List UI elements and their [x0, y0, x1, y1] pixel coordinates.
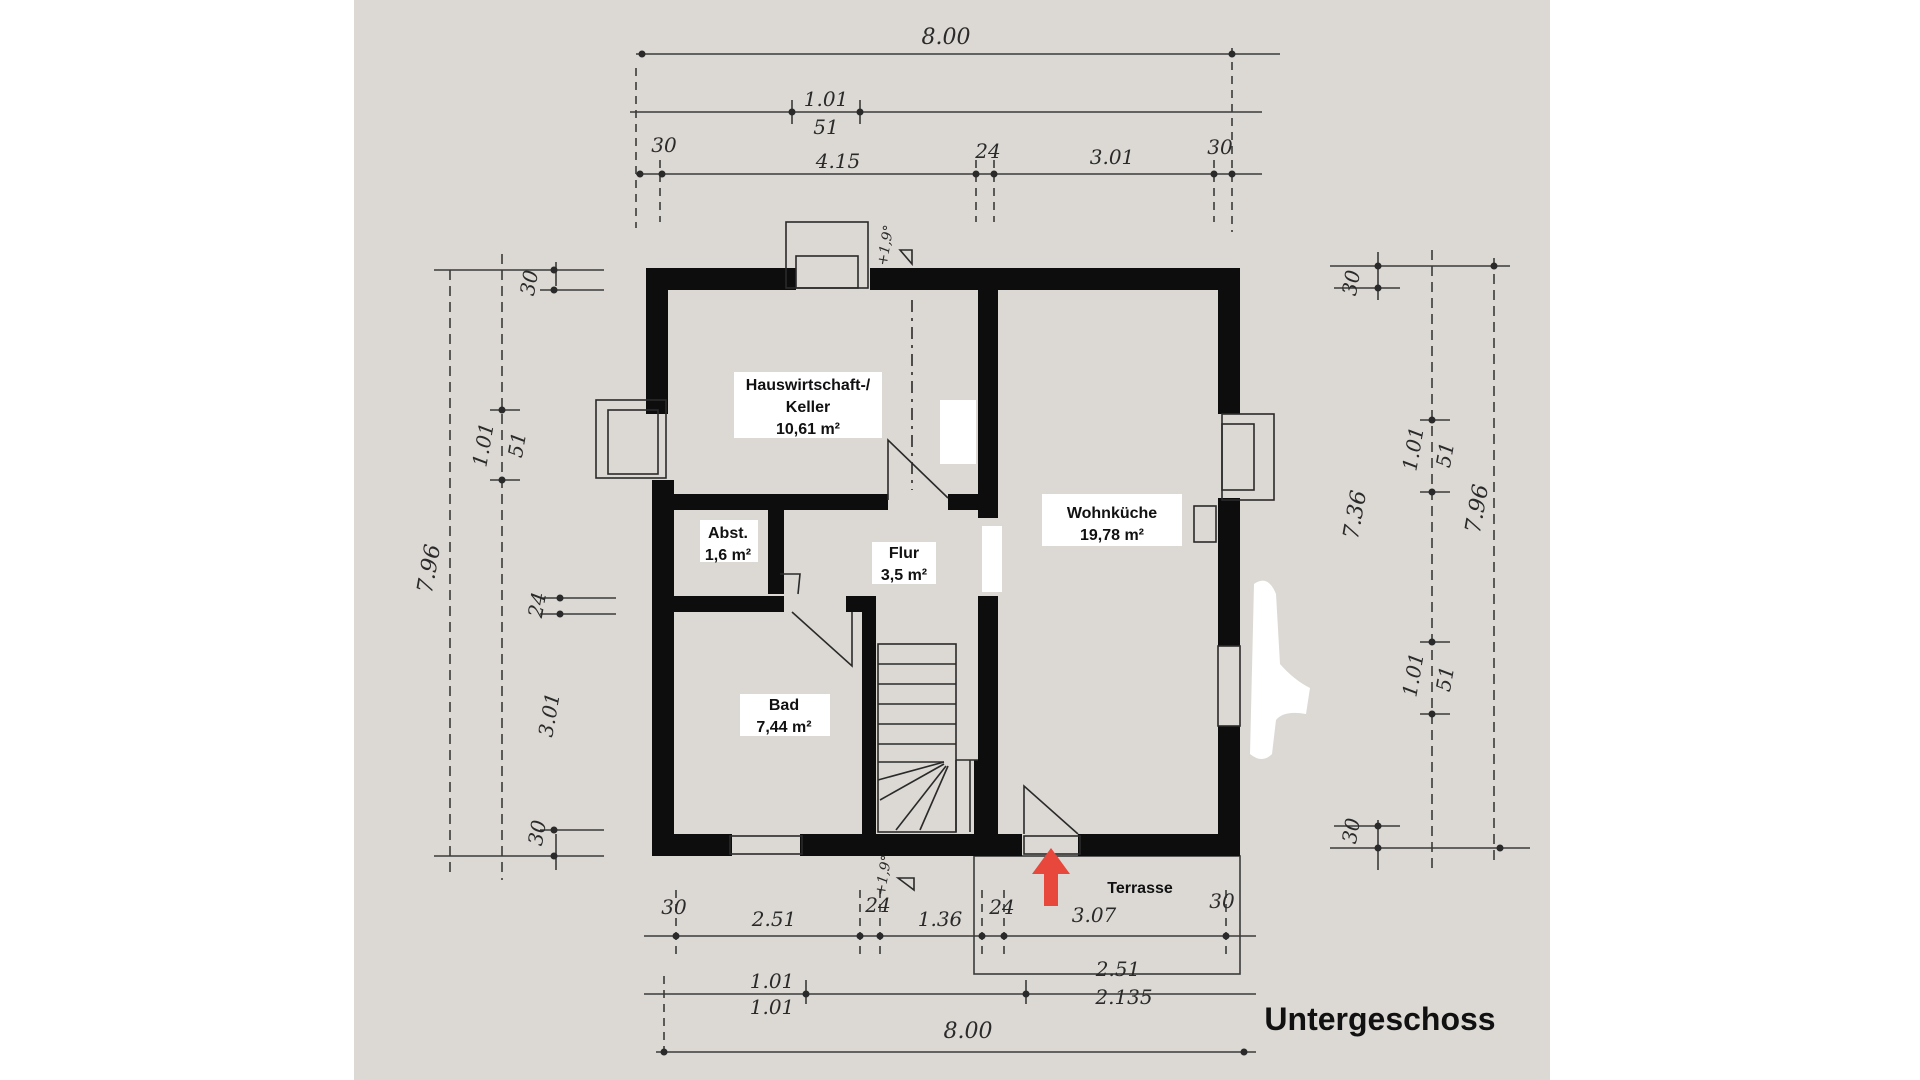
dim-right-wall-bottom: 30: [1337, 816, 1365, 846]
dim-left-wall-top: 30: [515, 268, 543, 298]
room-abst-name: Abst.: [708, 525, 748, 542]
dim-bottom-window-inner: 1.01: [750, 995, 795, 1019]
dim-top-window-inner: 51: [813, 115, 838, 139]
room-bad-name: Bad: [769, 697, 799, 714]
staircase: [877, 643, 978, 833]
entrance-arrow-icon: [1032, 848, 1070, 906]
dim-bottom-window-outer: 1.01: [750, 969, 795, 993]
room-flur-area: 3,5 m²: [881, 567, 927, 584]
room-bad-area: 7,44 m²: [756, 719, 811, 736]
paper-background: [354, 0, 1550, 1080]
room-wohnkueche-area: 19,78 m²: [1080, 527, 1144, 544]
dimension-ticks: [498, 50, 1504, 1056]
dimension-lines: [434, 48, 1530, 1060]
level-annotation-top: +1,9°: [875, 224, 898, 267]
room-keller-area: 10,61 m²: [776, 421, 840, 438]
dim-bottom-terrace-1: 2.51: [1095, 957, 1141, 981]
label-backgrounds: [700, 372, 1182, 736]
dim-top-segment-2: 3.01: [1090, 145, 1135, 169]
dim-bottom-total: 8.00: [944, 1019, 993, 1044]
dim-bottom-wall-right: 30: [1209, 889, 1235, 913]
dim-bottom-wall-1: 24: [864, 893, 890, 917]
dim-bottom-segment-2: 1.36: [918, 907, 963, 931]
level-markers: [895, 249, 1217, 892]
dim-left-inner-wall: 24: [523, 590, 551, 620]
dim-bottom-wall-2: 24: [988, 895, 1014, 919]
dim-right-window-inner-bottom: 51: [1431, 664, 1459, 693]
dim-top-wall-left: 30: [651, 133, 677, 157]
doors: [780, 300, 1079, 835]
room-wohnkueche-name: Wohnküche: [1067, 505, 1157, 522]
dim-bottom-segment-3: 3.07: [1072, 903, 1117, 927]
room-terrasse-name: Terrasse: [1107, 880, 1173, 897]
dim-right-window-inner-top: 51: [1431, 440, 1459, 469]
room-keller-name-2: Keller: [786, 399, 830, 416]
dim-top-segment-1: 4.15: [815, 149, 861, 173]
plan-title: Untergeschoss: [1264, 1001, 1495, 1037]
dim-top-total: 8.00: [922, 25, 971, 50]
room-flur-name: Flur: [889, 545, 919, 562]
dim-bottom-terrace-2: 2.135: [1094, 985, 1152, 1009]
dim-right-wall-top: 30: [1337, 268, 1365, 298]
dim-bottom-wall-left: 30: [661, 895, 687, 919]
room-abst-area: 1,6 m²: [705, 547, 751, 564]
level-annotation-bottom: +1,9°: [873, 854, 896, 897]
dim-left-wall-bottom: 30: [523, 818, 551, 848]
door-openings: [940, 400, 1310, 759]
dim-left-window-inner: 51: [503, 430, 531, 459]
dim-top-inner-wall: 24: [974, 139, 1000, 163]
dim-top-wall-right: 30: [1207, 135, 1233, 159]
dim-bottom-segment-1: 2.51: [751, 907, 797, 931]
dim-top-window-outer: 1.01: [804, 87, 849, 111]
walls: [646, 268, 1240, 856]
room-keller-name: Hauswirtschaft-/: [746, 377, 871, 394]
